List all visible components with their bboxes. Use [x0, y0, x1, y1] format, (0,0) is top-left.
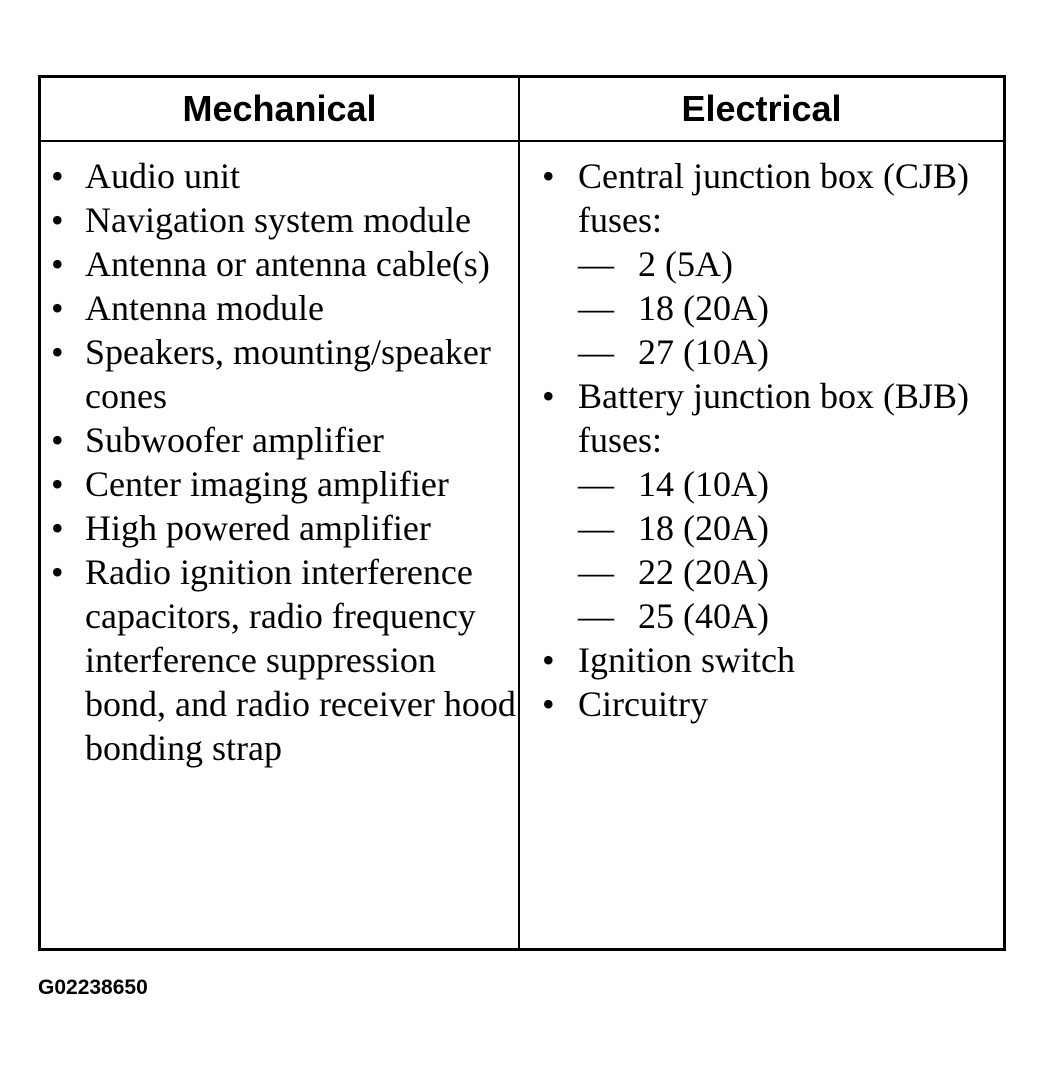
dash-glyph: —: [578, 244, 614, 284]
list-item: Center imaging amplifier: [41, 462, 518, 506]
dash-glyph: —: [578, 508, 614, 548]
header-row: Mechanical Electrical: [41, 78, 1003, 142]
fuse-list: — 14 (10A) — 18 (20A) — 22 (20A) — 25 (40A): [578, 462, 1003, 638]
dash-glyph: —: [578, 596, 614, 636]
header-mechanical: Mechanical: [41, 78, 520, 140]
fuse-item: — 27 (10A): [578, 330, 1003, 374]
list-item: Subwoofer amplifier: [41, 418, 518, 462]
fuse-value: 18 (20A): [638, 288, 769, 328]
header-electrical: Electrical: [681, 88, 842, 129]
figure-id: G02238650: [38, 976, 148, 999]
mechanical-list: Audio unit Navigation system module Ante…: [41, 154, 518, 770]
inspection-table: Mechanical Electrical Audio unit Navigat…: [38, 75, 1006, 951]
body-row: Audio unit Navigation system module Ante…: [41, 142, 1003, 948]
item-label: Central junction box (CJB) fuses:: [578, 156, 969, 240]
list-item: Antenna or antenna cable(s): [41, 242, 518, 286]
list-item: High powered amplifier: [41, 506, 518, 550]
fuse-item: — 14 (10A): [578, 462, 1003, 506]
fuse-value: 22 (20A): [638, 552, 769, 592]
fuse-item: — 25 (40A): [578, 594, 1003, 638]
fuse-value: 25 (40A): [638, 596, 769, 636]
fuse-item: — 22 (20A): [578, 550, 1003, 594]
list-item: Circuitry: [520, 682, 1003, 726]
list-item: Battery junction box (BJB) fuses: — 14 (1…: [520, 374, 1003, 638]
fuse-list: — 2 (5A) — 18 (20A) — 27 (10A): [578, 242, 1003, 374]
list-item: Speakers, mounting/speaker cones: [41, 330, 518, 418]
fuse-value: 14 (10A): [638, 464, 769, 504]
item-label: Battery junction box (BJB) fuses:: [578, 376, 969, 460]
fuse-value: 18 (20A): [638, 508, 769, 548]
fuse-item: — 2 (5A): [578, 242, 1003, 286]
fuse-item: — 18 (20A): [578, 506, 1003, 550]
list-item: Central junction box (CJB) fuses: — 2 (5A…: [520, 154, 1003, 374]
electrical-cell: Central junction box (CJB) fuses: — 2 (5A…: [520, 142, 1003, 948]
fuse-value: 2 (5A): [638, 244, 733, 284]
dash-glyph: —: [578, 464, 614, 504]
list-item: Radio ignition interference capacitors, …: [41, 550, 518, 770]
electrical-list: Central junction box (CJB) fuses: — 2 (5A…: [520, 154, 1003, 726]
dash-glyph: —: [578, 288, 614, 328]
fuse-value: 27 (10A): [638, 332, 769, 372]
mechanical-cell: Audio unit Navigation system module Ante…: [41, 142, 520, 948]
list-item: Antenna module: [41, 286, 518, 330]
list-item: Ignition switch: [520, 638, 1003, 682]
list-item: Navigation system module: [41, 198, 518, 242]
fuse-item: — 18 (20A): [578, 286, 1003, 330]
dash-glyph: —: [578, 552, 614, 592]
list-item: Audio unit: [41, 154, 518, 198]
dash-glyph: —: [578, 332, 614, 372]
